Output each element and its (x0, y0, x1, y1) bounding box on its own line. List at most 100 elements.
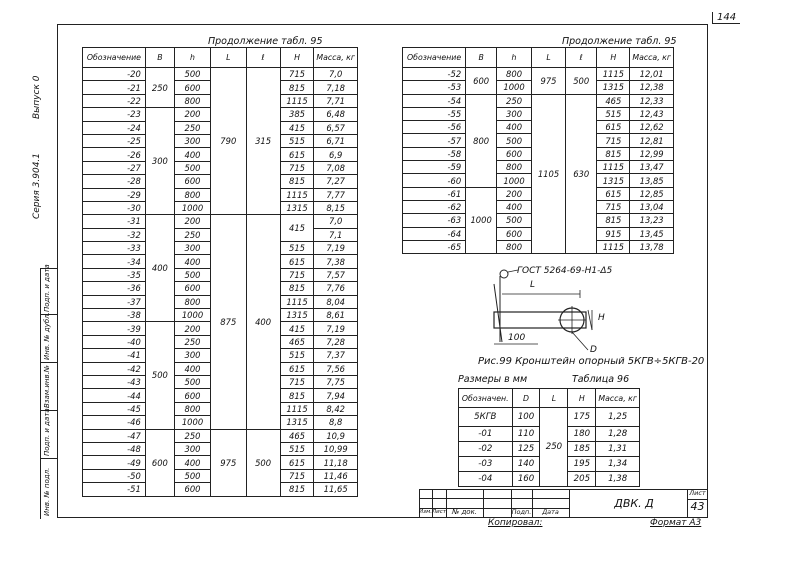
cell-mass: 12,01 (629, 66, 674, 82)
cell-height: 715 (279, 66, 315, 82)
cell-designation: -40 (82, 334, 146, 350)
cell-mass: 7,37 (313, 348, 358, 363)
cell-h: 200 (173, 107, 212, 122)
sidebar-series: Серия 3.904.1 (32, 152, 42, 219)
sheet-number: 43 (690, 500, 705, 513)
cell-designation: -33 (82, 241, 146, 256)
cell-d: 160 (511, 471, 541, 487)
cell-height: 715 (279, 468, 315, 484)
stamp-label-sign: Подп. (511, 508, 532, 516)
cell-height: 815 (279, 281, 315, 296)
cell-b: 600 (144, 428, 175, 497)
col-header: B (144, 47, 175, 68)
sidebar: Выпуск 0 Серия 3.904.1 Инв. № подл. Подп… (26, 24, 58, 519)
cell-designation: -03 (458, 456, 513, 472)
cell-designation: -24 (82, 120, 146, 135)
cell-h: 1000 (173, 415, 212, 430)
cell-designation: -48 (82, 441, 146, 457)
right-table-caption: Продолжение табл. 95 (562, 36, 677, 47)
cell-b: 600 (465, 67, 498, 95)
cell-height: 1115 (596, 239, 631, 255)
cell-designation: -38 (82, 308, 146, 323)
cell-designation: -56 (401, 120, 467, 135)
cell-designation: -57 (401, 133, 467, 148)
cell-height: 715 (279, 374, 315, 390)
cell-h: 400 (496, 199, 533, 215)
cell-designation: -58 (401, 146, 467, 162)
cell-mass: 8,8 (313, 415, 358, 430)
cell-h: 500 (173, 66, 212, 82)
stamp-label-izm: Изм. (419, 509, 432, 515)
cell-mass: 1,31 (595, 441, 640, 457)
cell-mass: 1,38 (595, 471, 640, 487)
col-header: Масса, кг (629, 47, 674, 68)
cell-designation: -64 (401, 226, 467, 241)
cell-l: 975 (210, 428, 247, 497)
cell-mass: 1,34 (595, 456, 640, 472)
cell-b: 800 (465, 93, 498, 188)
cell-b: 500 (144, 321, 175, 430)
cell-height: 1315 (596, 80, 631, 95)
cell-designation: -65 (401, 239, 467, 255)
cell-height: 515 (596, 106, 631, 122)
cell-designation: -01 (458, 426, 513, 442)
cell-h: 300 (496, 106, 533, 122)
cell-h: 250 (173, 334, 212, 350)
cell-designation: -04 (458, 471, 513, 487)
cell-h: 1000 (173, 308, 212, 323)
cell-mass: 11,18 (313, 455, 358, 470)
cell-mass: 7,75 (313, 374, 358, 390)
cell-mass: 7,71 (313, 93, 358, 109)
cell-mass: 13,78 (629, 239, 674, 255)
cell-height: 385 (279, 107, 315, 122)
cell-h: 800 (496, 239, 533, 255)
col-header: Масса, кг (313, 47, 358, 68)
cell-h: 195 (567, 456, 597, 472)
col-header: ℓ (564, 47, 598, 68)
col-header: Масса, кг (595, 388, 640, 408)
col-header: ℓ (245, 47, 281, 68)
cell-h: 800 (496, 160, 533, 175)
col-header: L (210, 47, 247, 68)
cell-mass: 13,04 (629, 199, 674, 215)
cell-height: 415 (279, 120, 315, 135)
dim-H: H (598, 313, 605, 323)
cell-height: 615 (279, 254, 315, 269)
cell-h: 500 (496, 213, 533, 228)
cell-height: 465 (596, 93, 631, 108)
cell-designation: -26 (82, 147, 146, 162)
cell-height: 465 (279, 334, 315, 350)
cell-designation: -36 (82, 281, 146, 296)
cell-mass: 12,43 (629, 106, 674, 122)
cell-mass: 7,38 (313, 254, 358, 269)
cell-mass: 10,9 (313, 428, 358, 443)
cell-b: 1000 (465, 186, 498, 255)
cell-height: 465 (279, 428, 315, 443)
cell-h: 1000 (496, 80, 533, 95)
col-header: Обозначение (401, 47, 467, 68)
cell-height: 515 (279, 441, 315, 457)
col-header: L (539, 388, 569, 408)
small-table: Обозначен. D L H Масса, кг 5КГВ 100 250 … (458, 388, 640, 487)
cell-height: 815 (279, 388, 315, 403)
cell-h: 600 (173, 281, 212, 296)
cell-mass: 6,71 (313, 133, 358, 149)
cell-designation: -32 (82, 227, 146, 243)
cell-h: 600 (173, 482, 212, 497)
cell-h: 250 (173, 428, 212, 443)
dim-100: 100 (508, 333, 526, 343)
dim-D: D (590, 345, 597, 355)
cell-mass: 7,0 (313, 66, 358, 82)
units-note: Размеры в мм (458, 374, 528, 385)
